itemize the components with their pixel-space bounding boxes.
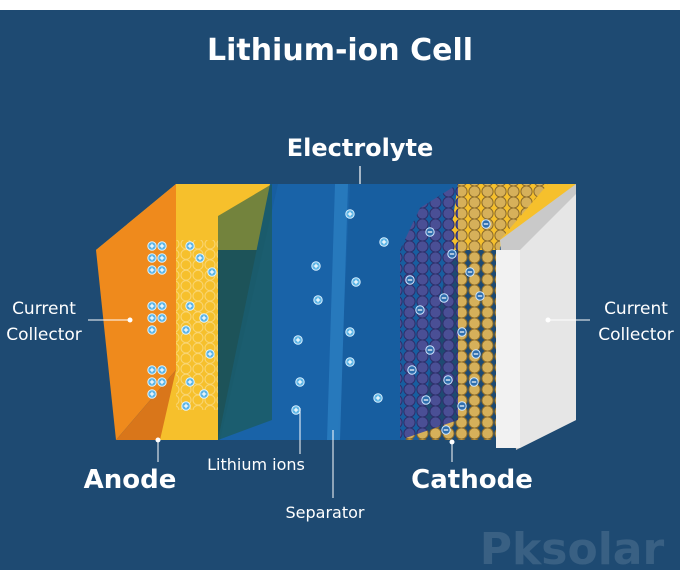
watermark: Pksolar	[480, 524, 665, 570]
anode-lithium-ion-icon	[205, 349, 215, 359]
separator-label: Separator	[286, 503, 365, 522]
left-collector-dot	[127, 317, 133, 323]
lithium-ion-icon	[345, 209, 355, 219]
anode-lithium-ion-icon	[157, 365, 167, 375]
lithium-ion-icon	[379, 237, 389, 247]
anode-electrolyte-interface	[218, 184, 272, 440]
anode-lithium-ion-icon	[181, 401, 191, 411]
anode-label: Anode	[84, 465, 177, 495]
lithium-ion-icon	[293, 335, 303, 345]
cathode-current-collector	[496, 250, 520, 448]
cathode-electron-icon	[475, 291, 485, 301]
lithium-ions-label: Lithium ions	[207, 455, 305, 474]
anode-ion-group	[147, 241, 217, 411]
cathode-ion-group	[405, 219, 491, 435]
cathode-material	[400, 184, 548, 440]
anode-lithium-ion-icon	[147, 325, 157, 335]
diagram-canvas: Lithium-ion Cell Electrolyte Current Col…	[0, 10, 680, 570]
anode-lithium-ion-icon	[195, 253, 205, 263]
cathode-electron-icon	[441, 425, 451, 435]
cathode-pointer-dot	[449, 439, 455, 445]
anode-lithium-ion-icon	[157, 253, 167, 263]
right-collector-label-line2: Collector	[598, 325, 674, 345]
anode-lithium-ion-icon	[147, 241, 157, 251]
anode-lithium-ion-icon	[199, 313, 209, 323]
lithium-ion-cell-diagram: Lithium-ion Cell Electrolyte Current Col…	[6, 33, 674, 570]
anode-lattice	[176, 240, 218, 410]
lithium-ion-icon	[291, 405, 301, 415]
cathode-electron-icon	[425, 345, 435, 355]
anode-lithium-ion-icon	[157, 313, 167, 323]
lithium-ion-icon	[345, 357, 355, 367]
right-collector-label-line1: Current	[604, 299, 668, 319]
cathode-electron-icon	[425, 227, 435, 237]
cathode-electron-icon	[447, 249, 457, 259]
anode-lithium-ion-icon	[185, 241, 195, 251]
electrolyte-label: Electrolyte	[287, 134, 434, 162]
cathode-electron-icon	[469, 377, 479, 387]
anode-lithium-ion-icon	[157, 301, 167, 311]
cathode-electron-icon	[421, 395, 431, 405]
diagram-title: Lithium-ion Cell	[207, 33, 473, 68]
cathode-electron-icon	[407, 365, 417, 375]
cathode-electron-icon	[439, 293, 449, 303]
lithium-ion-icon	[295, 377, 305, 387]
cathode-label: Cathode	[411, 465, 533, 495]
anode-lithium-ion-icon	[147, 313, 157, 323]
left-collector-label-line2: Collector	[6, 325, 82, 345]
cathode-electron-icon	[405, 275, 415, 285]
anode-lithium-ion-icon	[147, 377, 157, 387]
anode-lithium-ion-icon	[147, 253, 157, 263]
cathode-electron-icon	[443, 375, 453, 385]
anode-lithium-ion-icon	[147, 365, 157, 375]
anode-lithium-ion-icon	[199, 389, 209, 399]
cathode-electron-icon	[415, 305, 425, 315]
separator	[327, 184, 348, 440]
anode-lithium-ion-icon	[185, 377, 195, 387]
anode-lithium-ion-icon	[207, 267, 217, 277]
anode-lithium-ion-icon	[181, 325, 191, 335]
anode-lithium-ion-icon	[147, 301, 157, 311]
ion-flow-group	[244, 209, 389, 415]
anode-lithium-ion-icon	[157, 377, 167, 387]
cathode-material-inner	[400, 184, 458, 440]
right-collector-dot	[545, 317, 551, 323]
cathode-electron-icon	[471, 349, 481, 359]
anode-lithium-ion-icon	[147, 389, 157, 399]
lithium-ion-icon	[313, 295, 323, 305]
anode-pointer-dot	[155, 437, 161, 443]
anode-lithium-ion-icon	[147, 265, 157, 275]
left-collector-label-line1: Current	[12, 299, 76, 319]
lithium-ion-icon	[373, 393, 383, 403]
cathode-electron-icon	[481, 219, 491, 229]
anode-lithium-ion-icon	[185, 301, 195, 311]
lithium-ion-icon	[351, 277, 361, 287]
cathode-electron-icon	[465, 267, 475, 277]
lithium-ion-icon	[311, 261, 321, 271]
anode-lithium-ion-icon	[157, 241, 167, 251]
lithium-ion-icon	[345, 327, 355, 337]
cathode-electron-icon	[457, 401, 467, 411]
cathode-electron-icon	[457, 327, 467, 337]
anode-lithium-ion-icon	[157, 265, 167, 275]
